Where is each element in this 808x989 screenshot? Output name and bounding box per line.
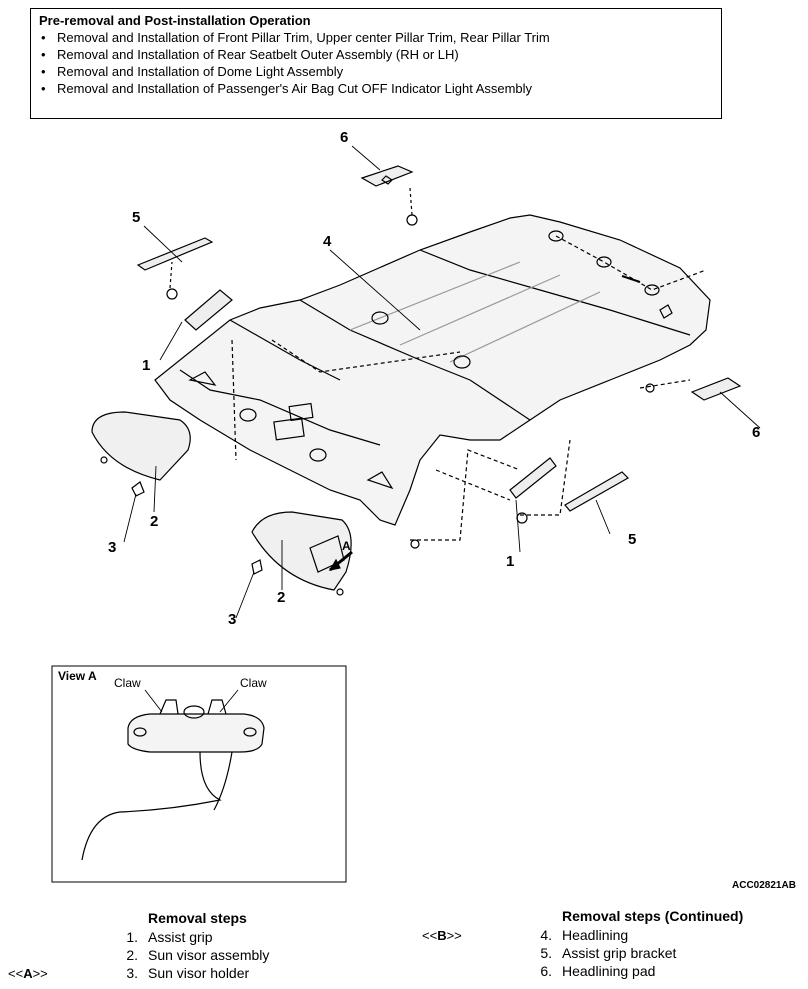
view-a-box <box>51 665 347 883</box>
pre-removal-item: Removal and Installation of Rear Seatbel… <box>39 46 713 63</box>
step-label: Sun visor assembly <box>148 947 270 963</box>
pre-removal-title: Pre-removal and Post-installation Operat… <box>39 13 311 28</box>
step-number: 3. <box>126 965 138 981</box>
marker-open: << <box>8 966 24 981</box>
pre-removal-box: Pre-removal and Post-installation Operat… <box>30 8 722 119</box>
callout-4: 4 <box>323 233 332 250</box>
callout-2-left: 2 <box>150 513 158 530</box>
view-arrow-label: A <box>342 539 351 553</box>
callout-3-left: 3 <box>108 539 116 556</box>
callout-3-right: 3 <box>228 611 236 628</box>
claw-left-label: Claw <box>114 676 141 690</box>
callout-6-top: 6 <box>340 129 348 146</box>
removal-steps-right: Removal steps (Continued) 4. Headlining 5… <box>526 908 743 980</box>
pre-removal-item: Removal and Installation of Dome Light A… <box>39 63 713 80</box>
pre-removal-list: Removal and Installation of Front Pillar… <box>39 29 713 97</box>
step-marker-b: <<B>> <box>422 928 462 943</box>
step-row: 1. Assist grip <box>112 928 269 946</box>
assist-grip-right <box>509 457 557 499</box>
marker-open: << <box>422 928 438 943</box>
pre-removal-item: Removal and Installation of Front Pillar… <box>39 29 713 46</box>
callout-5-left: 5 <box>132 209 140 226</box>
step-row: 2. Sun visor assembly <box>112 946 269 964</box>
step-number: 5. <box>540 945 552 961</box>
figure-code: ACC02821AB <box>732 880 796 891</box>
step-number: 1. <box>126 929 138 945</box>
marker-close: >> <box>446 928 462 943</box>
callout-1-left: 1 <box>142 357 150 374</box>
step-number: 4. <box>540 927 552 943</box>
callout-5-right: 5 <box>628 531 636 548</box>
callout-1-right: 1 <box>506 553 514 570</box>
view-a-title: View A <box>58 669 97 683</box>
assist-grip-left <box>184 289 233 331</box>
step-row: 4. Headlining <box>526 926 743 944</box>
removal-steps-continued-heading: Removal steps (Continued) <box>562 908 744 924</box>
assist-grip-bracket-right <box>564 471 629 512</box>
step-row: 6. Headlining pad <box>526 962 743 980</box>
step-label: Sun visor holder <box>148 965 250 981</box>
view-a-holder <box>127 713 265 753</box>
sun-visor-left <box>91 411 191 481</box>
claw-right-label: Claw <box>240 676 267 690</box>
step-label: Assist grip bracket <box>562 945 677 961</box>
callout-2-right: 2 <box>277 589 285 606</box>
marker-close: >> <box>32 966 48 981</box>
step-label: Headlining pad <box>562 963 656 979</box>
step-label: Assist grip <box>148 929 213 945</box>
step-number: 6. <box>540 963 552 979</box>
marker-letter: A <box>23 966 33 981</box>
pre-removal-item: Removal and Installation of Passenger's … <box>39 80 713 97</box>
marker-letter: B <box>437 928 447 943</box>
callout-6-right: 6 <box>752 424 760 441</box>
step-row: 3. Sun visor holder <box>112 964 269 982</box>
headlining-outline <box>154 214 711 526</box>
sun-visor-right <box>251 511 352 591</box>
step-marker-a: <<A>> <box>8 966 48 981</box>
assist-grip-bracket-left <box>136 237 214 271</box>
step-row: 5. Assist grip bracket <box>526 944 743 962</box>
removal-steps-heading: Removal steps <box>148 910 247 926</box>
step-number: 2. <box>126 947 138 963</box>
headlining-pad-right <box>690 377 742 401</box>
removal-steps-left: Removal steps 1. Assist grip 2. Sun visor … <box>112 910 269 982</box>
step-label: Headlining <box>562 927 629 943</box>
